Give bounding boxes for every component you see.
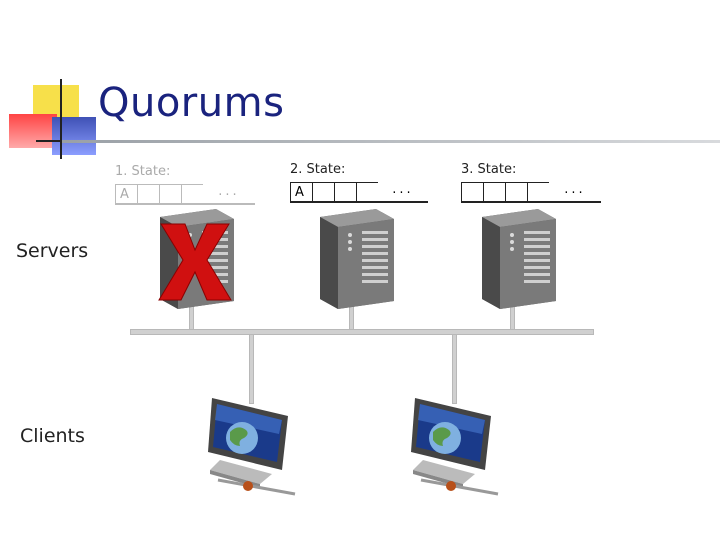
server-tower-icon [482, 209, 556, 309]
state-ellipsis: ... [392, 182, 414, 197]
state-log: A ... [115, 184, 255, 205]
state-cell [483, 182, 505, 201]
servers-label: Servers [16, 240, 89, 262]
clients-label: Clients [20, 425, 85, 447]
state-ellipsis: ... [564, 182, 586, 197]
state-cell [461, 182, 483, 201]
title-underline [62, 140, 720, 143]
client-monitor-icon [411, 398, 499, 496]
network-bus [130, 329, 594, 335]
state-log: A ... [290, 182, 428, 203]
decor-vertical-line [60, 79, 62, 159]
failure-x-icon [158, 223, 232, 301]
state-cell [356, 182, 378, 201]
state-cell [505, 182, 527, 201]
server-2-state: 2. State: A ... [290, 162, 428, 203]
decor-horizontal-line [36, 140, 66, 142]
decor-blue-block [52, 117, 96, 155]
state-cell [137, 184, 159, 203]
client-1-link [249, 334, 254, 404]
state-log: ... [461, 182, 601, 203]
state-label: 1. State: [115, 164, 171, 179]
state-label: 2. State: [290, 162, 346, 177]
slide-title: Quorums [98, 80, 285, 126]
state-cell: A [115, 184, 137, 203]
server-3-state: 3. State: ... [461, 162, 601, 203]
client-2-link [452, 334, 457, 404]
state-label: 3. State: [461, 162, 517, 177]
state-cell [312, 182, 334, 201]
state-ellipsis: ... [218, 184, 240, 199]
state-cell [159, 184, 181, 203]
decor-red-block [9, 114, 57, 148]
server-tower-icon [320, 209, 394, 309]
state-cell [334, 182, 356, 201]
state-cell [527, 182, 549, 201]
server-1-state: 1. State: A ... [115, 164, 255, 205]
state-cell [181, 184, 203, 203]
state-cell: A [290, 182, 312, 201]
client-monitor-icon [208, 398, 296, 496]
